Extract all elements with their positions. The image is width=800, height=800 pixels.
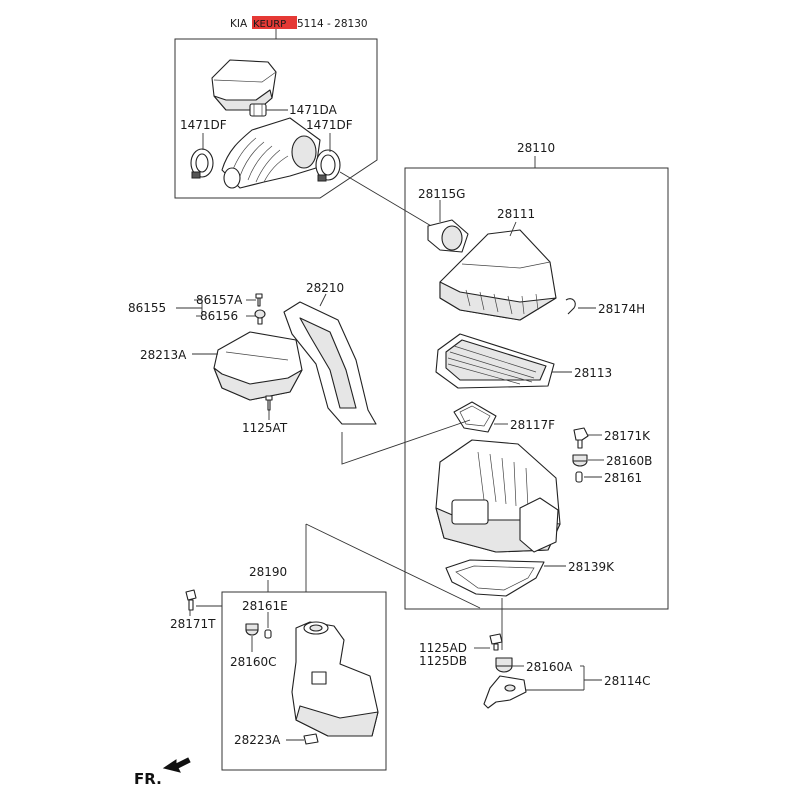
front-arrow-icon — [162, 757, 191, 773]
bolt-28171t — [185, 589, 197, 611]
filter-element — [435, 333, 555, 389]
resonator-cap — [211, 59, 277, 111]
air-cleaner-frame — [404, 167, 669, 610]
label-1125ad: 1125AD — [419, 641, 467, 655]
leader-28210 — [319, 293, 327, 307]
label-28160a: 28160A — [526, 660, 573, 674]
resonator-frame — [221, 591, 387, 771]
leader-hose-to-housing — [339, 171, 439, 231]
label-1125db: 1125DB — [419, 654, 467, 668]
clip-28223a — [303, 733, 319, 745]
label-1471da: 1471DA — [289, 103, 338, 117]
clip-86156 — [254, 309, 266, 325]
duct-28210 — [283, 301, 377, 425]
label-28115g: 28115G — [418, 187, 465, 201]
label-28213a: 28213A — [140, 348, 187, 362]
label-28223a: 28223A — [234, 733, 281, 747]
header-suffix: 5114 - 28130 — [297, 18, 368, 30]
label-28171k: 28171K — [604, 429, 651, 443]
clamp-1471df-left — [190, 148, 214, 179]
duct-28115g — [427, 219, 469, 253]
header-prefix: KIA — [230, 18, 248, 30]
screw-86157a — [255, 293, 263, 307]
label-28110: 28110 — [517, 141, 555, 155]
seal-28117f — [453, 401, 497, 433]
air-cleaner-lower-body — [435, 439, 561, 553]
front-marker-label: FR. — [134, 770, 162, 788]
label-28161: 28161 — [604, 471, 642, 485]
grommet-28160c — [245, 623, 259, 636]
shield-28139k — [445, 559, 545, 597]
bolt-1125ad — [489, 633, 503, 651]
leader-duct-to-body — [341, 419, 471, 465]
bracket-28114c — [483, 675, 527, 709]
label-28139k: 28139K — [568, 560, 615, 574]
air-cleaner-cover — [439, 229, 557, 321]
label-28117f: 28117F — [510, 418, 555, 432]
label-1125at: 1125AT — [242, 421, 288, 435]
pin-28161 — [575, 471, 583, 483]
label-28190: 28190 — [249, 565, 287, 579]
label-1471df-right: 1471DF — [306, 118, 353, 132]
label-28111: 28111 — [497, 207, 535, 221]
clip-28174h — [565, 298, 576, 315]
label-28171t: 28171T — [170, 617, 216, 631]
resonator-body — [291, 621, 379, 737]
leader-28111 — [509, 221, 517, 237]
label-28210: 28210 — [306, 281, 344, 295]
clamp-1471df-right — [315, 149, 341, 182]
label-28160c: 28160C — [230, 655, 277, 669]
leader-resonator-frame — [305, 523, 481, 609]
grommet-28160b — [572, 454, 588, 467]
redaction-box — [252, 16, 297, 29]
header-redacted-label: KEURP — [253, 19, 286, 30]
label-28114c: 28114C — [604, 674, 651, 688]
bolt-1125at — [265, 395, 273, 411]
bolt-28171k — [573, 427, 589, 449]
grommet-28160a — [495, 657, 513, 673]
label-1471df-left: 1471DF — [180, 118, 227, 132]
label-28161e: 28161E — [242, 599, 288, 613]
label-28113: 28113 — [574, 366, 612, 380]
label-86156: 86156 — [200, 309, 238, 323]
intake-duct-frame — [174, 38, 378, 199]
label-28160b: 28160B — [606, 454, 652, 468]
label-28174h: 28174H — [598, 302, 645, 316]
panel-28213a — [213, 331, 303, 401]
intake-hose — [221, 117, 321, 189]
clamp-1471da — [249, 103, 267, 117]
pin-28161e — [264, 629, 272, 639]
label-86157a: 86157A — [196, 293, 243, 307]
label-86155: 86155 — [128, 301, 166, 315]
